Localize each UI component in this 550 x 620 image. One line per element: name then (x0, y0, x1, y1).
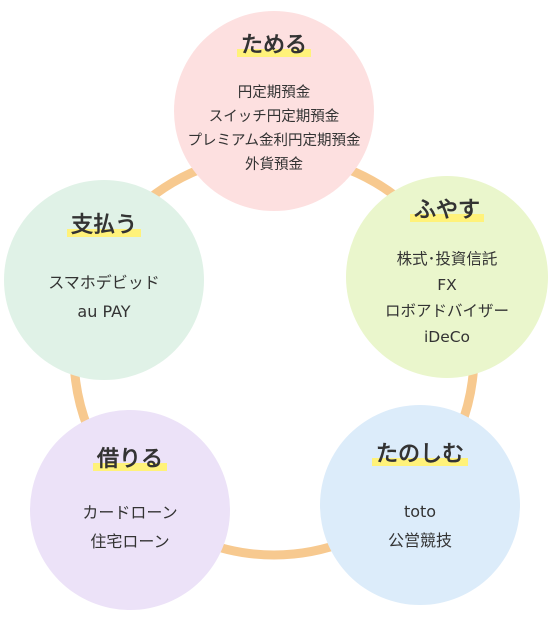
list-item[interactable]: カードローン (82, 503, 178, 522)
list-item[interactable]: toto (403, 502, 437, 521)
list-item[interactable]: au PAY (77, 302, 131, 321)
list-item[interactable]: 外貨預金 (245, 157, 303, 173)
list-item[interactable]: スイッチ円定期預金 (208, 109, 340, 125)
category-title: ふやす (346, 198, 548, 224)
list-item[interactable]: 公営競技 (387, 531, 452, 550)
list-item[interactable]: プレミアム金利円定期預金 (187, 133, 361, 149)
item-list: toto 公営競技 (320, 497, 520, 555)
list-item[interactable]: スマホデビッド (48, 273, 160, 292)
item-list: スマホデビッド au PAY (4, 268, 204, 326)
category-tanoshimu[interactable]: たのしむ toto 公営競技 (320, 405, 520, 605)
category-title: ためる (174, 33, 374, 59)
category-title: 支払う (4, 213, 204, 239)
category-fuyasu[interactable]: ふやす 株式･投資信託 FX ロボアドバイザー iDeCo (346, 176, 548, 378)
list-item[interactable]: 住宅ローン (90, 532, 170, 551)
list-item[interactable]: FX (437, 276, 457, 294)
list-item[interactable]: 円定期預金 (237, 85, 311, 101)
item-list: 円定期預金 スイッチ円定期預金 プレミアム金利円定期預金 外貨預金 (174, 81, 374, 177)
list-item[interactable]: iDeCo (423, 328, 471, 346)
category-kariru[interactable]: 借りる カードローン 住宅ローン (30, 410, 230, 610)
category-title: 借りる (30, 447, 230, 473)
item-list: 株式･投資信託 FX ロボアドバイザー iDeCo (346, 246, 548, 350)
category-title: たのしむ (320, 442, 520, 468)
item-list: カードローン 住宅ローン (30, 498, 230, 556)
list-item[interactable]: ロボアドバイザー (384, 302, 509, 320)
category-tameru[interactable]: ためる 円定期預金 スイッチ円定期預金 プレミアム金利円定期預金 外貨預金 (174, 11, 374, 211)
category-shiharau[interactable]: 支払う スマホデビッド au PAY (4, 180, 204, 380)
list-item[interactable]: 株式･投資信託 (396, 250, 498, 268)
